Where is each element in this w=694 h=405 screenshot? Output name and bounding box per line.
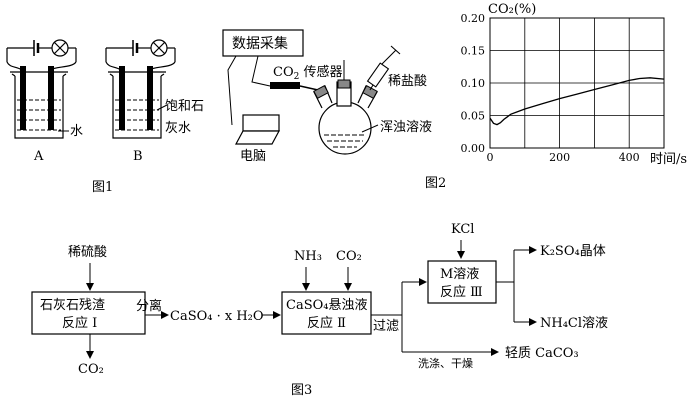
chart-series xyxy=(489,77,665,126)
cable-to-sensor xyxy=(251,55,271,87)
electrode-a-right xyxy=(48,66,54,130)
product-caso4-label: CaSO₄ · x H₂O xyxy=(170,309,264,324)
fig1-circuit-a xyxy=(6,39,77,71)
label-water: 水 xyxy=(70,124,83,139)
fig3-flowchart: 稀硫酸 石灰石残渣 反应 I CO₂ 分离 CaSO₄ · x H₂O NH₃ … xyxy=(31,222,608,377)
computer-label: 电脑 xyxy=(240,149,266,164)
chart-grid xyxy=(489,17,665,149)
cable-to-computer xyxy=(227,55,237,126)
electrode-b-left xyxy=(119,66,125,130)
chart-y-tick-label: 0.05 xyxy=(461,110,486,123)
chart-y-ticks: 0.00 0.05 0.10 0.15 0.20 xyxy=(461,12,486,155)
fig3-caption: 图3 xyxy=(291,383,312,398)
beaker-a-label: A xyxy=(33,149,44,164)
syringe-icon xyxy=(366,45,401,91)
beaker-a xyxy=(10,71,68,139)
data-collector-box xyxy=(222,29,304,57)
co2-out-label: CO₂ xyxy=(78,362,104,377)
stopper-left xyxy=(313,84,329,100)
chart-y-tick-label: 0.20 xyxy=(461,12,486,25)
chart-xlabel: 时间/s xyxy=(650,152,687,167)
reaction-2-line2: 反应 Ⅱ xyxy=(307,315,346,331)
fig2-caption: 图2 xyxy=(425,176,446,191)
chart-y-tick-label: 0.10 xyxy=(461,77,486,90)
co2-chart: CO₂(%) 时间/s 0.00 0.05 0.10 0.15 0.20 0 200 400 xyxy=(461,2,688,167)
fig1-caption: 图1 xyxy=(92,180,113,195)
data-collector-label: 数据采集 xyxy=(232,35,288,52)
wash-dry-label: 洗涤、干燥 xyxy=(418,356,473,370)
fig2-apparatus: 数据采集 电脑 CO2 传感器 xyxy=(222,29,432,164)
reaction-3-line1: M溶液 xyxy=(440,267,479,282)
fig1-circuit-b xyxy=(105,39,176,71)
sensor-label: CO2 传感器 xyxy=(273,64,342,82)
chart-y-tick-label: 0.00 xyxy=(461,142,486,155)
stopper-right xyxy=(362,84,378,100)
light-caco3-label: 轻质 CaCO₃ xyxy=(505,346,579,361)
reaction-1-line2: 反应 I xyxy=(62,315,97,331)
beaker-b-label: B xyxy=(133,149,143,164)
computer-icon xyxy=(234,114,281,145)
chart-series-line-0 xyxy=(489,77,665,126)
nh3-label: NH₃ xyxy=(294,249,322,264)
reaction-1-line1: 石灰石残渣 xyxy=(40,298,105,313)
dilute-h2so4-label: 稀硫酸 xyxy=(68,245,107,260)
separate-label: 分离 xyxy=(136,298,162,314)
nh4cl-label: NH₄Cl溶液 xyxy=(540,316,608,331)
reaction-2-line1: CaSO₄悬浊液 xyxy=(286,298,367,313)
chart-x-tick-label: 200 xyxy=(549,151,570,164)
acid-label: 稀盐酸 xyxy=(388,74,427,89)
turbid-liquid xyxy=(324,134,366,148)
kcl-label: KCl xyxy=(451,222,474,237)
reaction-2-box xyxy=(281,291,372,335)
stopper-mid xyxy=(337,79,351,89)
co2-in-label: CO₂ xyxy=(336,249,362,264)
chart-x-tick-label: 400 xyxy=(619,151,640,164)
co2-sensor-probe xyxy=(270,82,300,89)
electrode-a-left xyxy=(20,66,26,130)
k2so4-label: K₂SO₄晶体 xyxy=(540,244,606,259)
chart-y-tick-label: 0.15 xyxy=(461,45,486,58)
beaker-b xyxy=(108,71,166,139)
label-limewater-1: 饱和石 xyxy=(165,99,204,114)
chart-x-ticks: 0 200 400 xyxy=(487,151,640,164)
liquid-label: 浑浊溶液 xyxy=(380,120,432,135)
filter-label: 过滤 xyxy=(373,319,399,334)
reaction-1-box xyxy=(31,291,146,335)
electrode-b-right xyxy=(147,66,153,130)
chart-ylabel: CO₂(%) xyxy=(488,2,536,17)
chart-x-tick-label: 0 xyxy=(487,151,494,164)
fig1-beaker-b: 饱和石 灰水 B xyxy=(105,39,204,164)
label-limewater-2: 灰水 xyxy=(165,121,191,136)
reaction-3-box xyxy=(427,260,497,304)
fig1-beaker-a: 水 A xyxy=(6,39,83,164)
reaction-3-line2: 反应 Ⅲ xyxy=(440,284,483,300)
